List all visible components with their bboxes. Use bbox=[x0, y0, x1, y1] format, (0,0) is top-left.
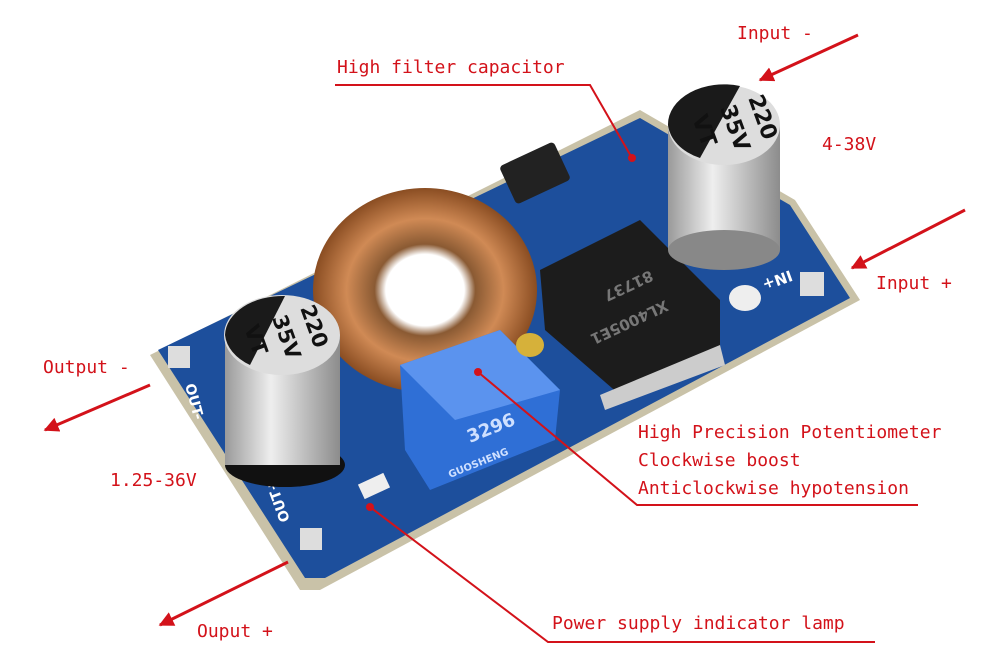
pad-out-plus bbox=[300, 528, 322, 550]
label-output-voltage: 1.25-36V bbox=[110, 470, 197, 491]
label-output-plus: Ouput + bbox=[197, 621, 273, 642]
label-high-filter-capacitor: High filter capacitor bbox=[337, 57, 565, 78]
mount-hole bbox=[729, 285, 761, 311]
potentiometer: 3296 GUOSHENG bbox=[400, 330, 560, 490]
xl4005-chip: XL4005E1 81737 bbox=[540, 220, 725, 410]
label-input-minus: Input - bbox=[737, 23, 813, 44]
label-anticlockwise: Anticlockwise hypotension bbox=[638, 478, 909, 499]
label-input-voltage: 4-38V bbox=[822, 134, 877, 155]
pad-in-plus bbox=[800, 272, 824, 296]
adjust-screw bbox=[516, 333, 544, 357]
indicator-led bbox=[357, 472, 391, 500]
label-indicator-lamp: Power supply indicator lamp bbox=[552, 613, 845, 634]
annotation-lines bbox=[43, 33, 966, 643]
label-input-plus: Input + bbox=[876, 273, 952, 294]
input-capacitor: 220 35V VT bbox=[667, 84, 782, 270]
label-potentiometer: High Precision Potentiometer bbox=[638, 422, 942, 443]
output-capacitor: 220 35V VT bbox=[224, 295, 345, 487]
pad-out-minus bbox=[168, 346, 190, 368]
label-clockwise: Clockwise boost bbox=[638, 450, 801, 471]
diode-component bbox=[500, 142, 570, 204]
label-output-minus: Output - bbox=[43, 357, 130, 378]
